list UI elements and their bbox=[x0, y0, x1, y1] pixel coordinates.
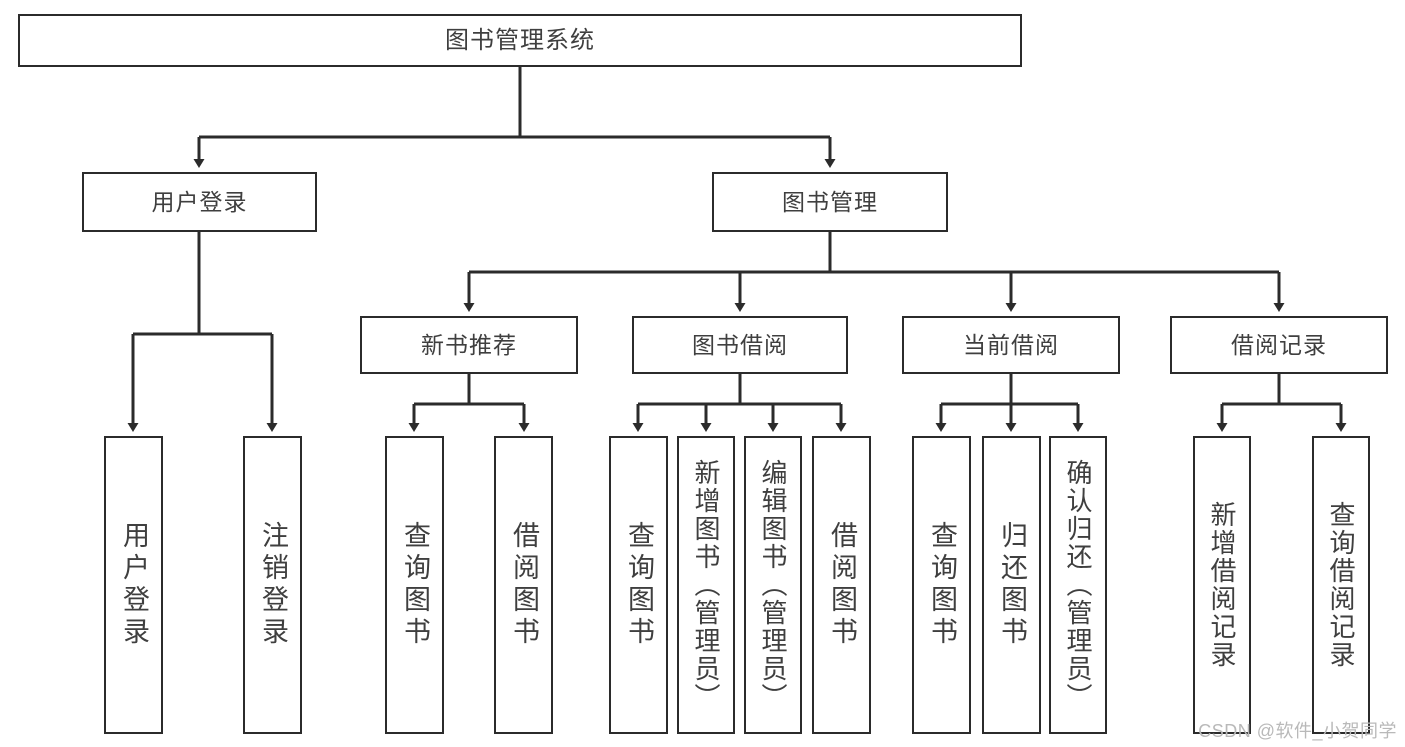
node-book-borrow-label: 图书借阅 bbox=[692, 331, 788, 358]
leaf-borrow-record-query[interactable]: 查询借阅记录 bbox=[1312, 436, 1370, 734]
leaf-user-login-signout-label: 注销登录 bbox=[258, 521, 288, 649]
node-borrow-record-label: 借阅记录 bbox=[1231, 331, 1327, 358]
watermark-text: CSDN @软件_小贺同学 bbox=[1198, 721, 1397, 741]
node-book-management[interactable]: 图书管理 bbox=[712, 172, 948, 232]
leaf-book-borrow-lend-label: 借阅图书 bbox=[827, 521, 857, 649]
node-user-login-label: 用户登录 bbox=[151, 188, 248, 215]
leaf-user-login-signin[interactable]: 用户登录 bbox=[104, 436, 163, 734]
node-new-book-recommend[interactable]: 新书推荐 bbox=[360, 316, 578, 374]
leaf-current-borrow-query-label: 查询图书 bbox=[927, 521, 957, 649]
leaf-book-borrow-edit-label: 编辑图书（管理员） bbox=[758, 459, 788, 711]
node-root[interactable]: 图书管理系统 bbox=[18, 14, 1022, 67]
leaf-user-login-signin-label: 用户登录 bbox=[119, 521, 149, 649]
node-current-borrow[interactable]: 当前借阅 bbox=[902, 316, 1120, 374]
leaf-new-book-borrow[interactable]: 借阅图书 bbox=[494, 436, 553, 734]
leaf-current-borrow-return-label: 归还图书 bbox=[997, 521, 1027, 649]
leaf-new-book-query[interactable]: 查询图书 bbox=[385, 436, 444, 734]
leaf-book-borrow-edit[interactable]: 编辑图书（管理员） bbox=[744, 436, 802, 734]
leaf-new-book-query-label: 查询图书 bbox=[400, 521, 430, 649]
leaf-book-borrow-add[interactable]: 新增图书（管理员） bbox=[677, 436, 735, 734]
leaf-borrow-record-query-label: 查询借阅记录 bbox=[1326, 501, 1356, 669]
leaf-borrow-record-add-label: 新增借阅记录 bbox=[1207, 501, 1237, 669]
node-current-borrow-label: 当前借阅 bbox=[963, 331, 1059, 358]
leaf-book-borrow-query-label: 查询图书 bbox=[624, 521, 654, 649]
leaf-user-login-signout[interactable]: 注销登录 bbox=[243, 436, 302, 734]
node-borrow-record[interactable]: 借阅记录 bbox=[1170, 316, 1388, 374]
leaf-current-borrow-query[interactable]: 查询图书 bbox=[912, 436, 971, 734]
node-book-management-label: 图书管理 bbox=[782, 188, 878, 215]
leaf-book-borrow-add-label: 新增图书（管理员） bbox=[691, 459, 721, 711]
node-user-login[interactable]: 用户登录 bbox=[82, 172, 317, 232]
node-root-label: 图书管理系统 bbox=[445, 26, 595, 54]
node-book-borrow[interactable]: 图书借阅 bbox=[632, 316, 848, 374]
leaf-borrow-record-add[interactable]: 新增借阅记录 bbox=[1193, 436, 1251, 734]
leaf-book-borrow-query[interactable]: 查询图书 bbox=[609, 436, 668, 734]
leaf-book-borrow-lend[interactable]: 借阅图书 bbox=[812, 436, 871, 734]
node-new-book-recommend-label: 新书推荐 bbox=[421, 331, 517, 358]
leaf-current-borrow-confirm-label: 确认归还（管理员） bbox=[1063, 459, 1093, 711]
leaf-current-borrow-confirm[interactable]: 确认归还（管理员） bbox=[1049, 436, 1107, 734]
leaf-new-book-borrow-label: 借阅图书 bbox=[509, 521, 539, 649]
leaf-current-borrow-return[interactable]: 归还图书 bbox=[982, 436, 1041, 734]
